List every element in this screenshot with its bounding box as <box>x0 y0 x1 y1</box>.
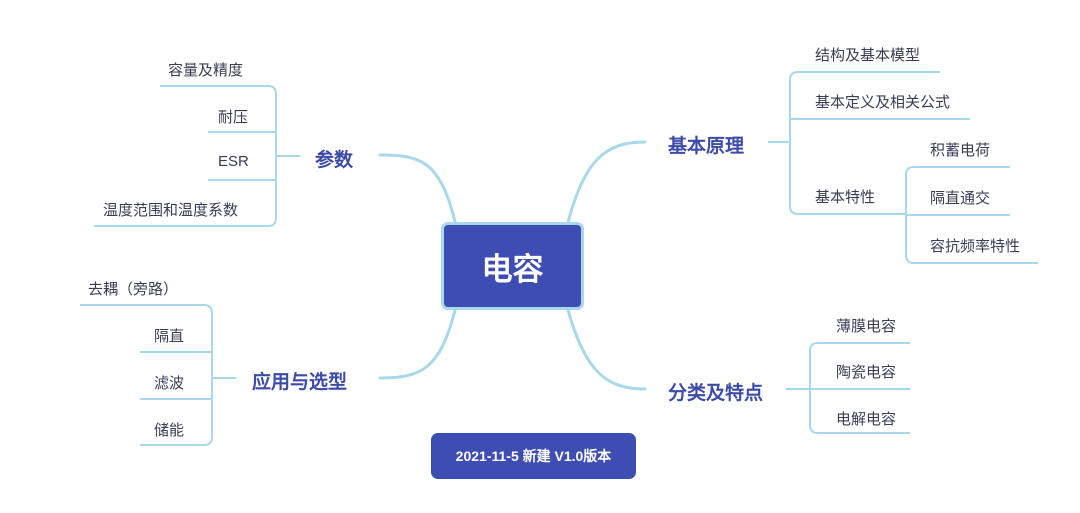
connector-principle <box>566 140 647 224</box>
app-dc-blocking[interactable]: 隔直 <box>154 328 185 345</box>
connector-params <box>378 153 457 224</box>
principle-definitions[interactable]: 基本定义及相关公式 <box>815 94 951 111</box>
branch-category[interactable]: 分类及特点 <box>668 383 764 404</box>
principle-characteristics[interactable]: 基本特性 <box>815 189 876 206</box>
characteristic-block-dc-pass-ac[interactable]: 隔直通交 <box>930 190 991 207</box>
app-decoupling[interactable]: 去耦（旁路） <box>88 281 179 298</box>
branch-params[interactable]: 参数 <box>315 150 354 171</box>
characteristic-reactance-frequency[interactable]: 容抗频率特性 <box>930 238 1021 255</box>
category-film[interactable]: 薄膜电容 <box>836 318 897 335</box>
app-filtering[interactable]: 滤波 <box>154 375 185 392</box>
central-topic[interactable]: 电容 <box>441 222 584 310</box>
characteristic-charge-storage[interactable]: 积蓄电荷 <box>930 142 991 159</box>
category-electrolytic[interactable]: 电解电容 <box>836 411 897 428</box>
principle-structure-model[interactable]: 结构及基本模型 <box>815 47 921 64</box>
param-capacity-accuracy[interactable]: 容量及精度 <box>168 62 244 79</box>
version-badge: 2021-11-5 新建 V1.0版本 <box>431 433 636 479</box>
branch-principle[interactable]: 基本原理 <box>668 136 745 157</box>
param-temperature[interactable]: 温度范围和温度系数 <box>103 202 239 219</box>
connector-category <box>566 308 647 391</box>
param-esr[interactable]: ESR <box>218 153 249 170</box>
branch-application[interactable]: 应用与选型 <box>252 372 348 393</box>
category-ceramic[interactable]: 陶瓷电容 <box>836 364 897 381</box>
param-voltage-rating[interactable]: 耐压 <box>218 109 249 126</box>
app-energy-storage[interactable]: 储能 <box>154 422 185 439</box>
connector-application <box>378 308 457 380</box>
